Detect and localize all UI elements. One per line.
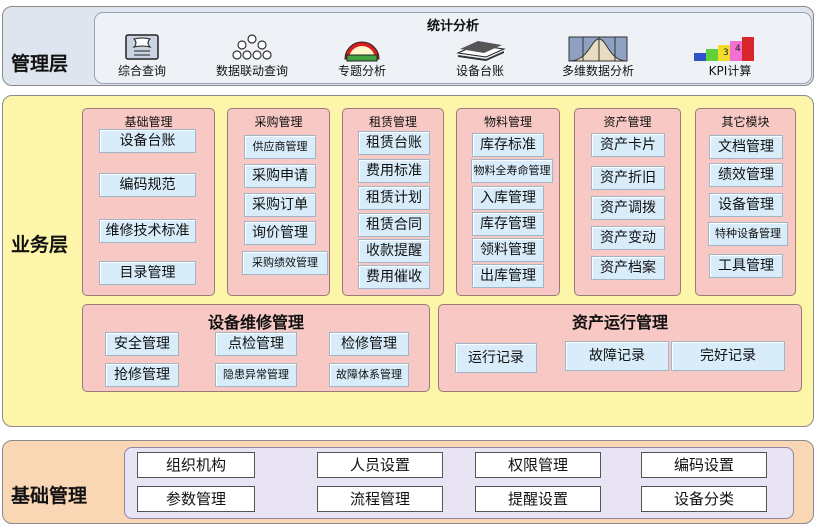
module-title: 采购管理 <box>254 115 303 129</box>
item-permission[interactable]: 权限管理 <box>475 452 601 478</box>
item-equipment-category[interactable]: 设备分类 <box>641 486 767 512</box>
module-procurement: 采购管理 供应商管理 采购申请 采购订单 询价管理 采购绩效管理 <box>227 108 330 296</box>
item-reminder[interactable]: 提醒设置 <box>475 486 601 512</box>
linked-data-icon <box>232 34 272 60</box>
ledger-icon <box>456 41 506 61</box>
item-fault-record[interactable]: 故障记录 <box>565 341 669 371</box>
module-title: 资产管理 <box>603 115 652 129</box>
item-inspection[interactable]: 点检管理 <box>215 332 297 356</box>
query-icon <box>125 34 159 60</box>
module-assets: 资产管理 资产卡片 资产折旧 资产调拨 资产变动 资产档案 <box>574 108 681 296</box>
item-inquiry[interactable]: 询价管理 <box>244 221 316 245</box>
item-safety[interactable]: 安全管理 <box>105 332 179 356</box>
module-title: 设备维修管理 <box>207 313 304 332</box>
statistics-title: 统计分析 <box>426 19 479 34</box>
item-tool-management[interactable]: 工具管理 <box>709 254 783 278</box>
module-maintenance: 设备维修管理 安全管理 点检管理 检修管理 抢修管理 隐患异常管理 故障体系管理 <box>82 304 430 392</box>
item-maintenance-standard[interactable]: 维修技术标准 <box>99 219 196 243</box>
item-equipment-ledger[interactable]: 设备台账 <box>99 129 196 153</box>
item-hazard-anomaly[interactable]: 隐患异常管理 <box>215 363 297 387</box>
tool-kpi[interactable]: 3 4 KPI计算 <box>685 33 775 78</box>
item-payment-reminder[interactable]: 收款提醒 <box>358 239 430 263</box>
item-intact-record[interactable]: 完好记录 <box>671 341 785 371</box>
item-asset-archive[interactable]: 资产档案 <box>591 256 665 280</box>
svg-text:4: 4 <box>735 44 741 54</box>
item-workflow[interactable]: 流程管理 <box>317 486 443 512</box>
item-coding-settings[interactable]: 编码设置 <box>641 452 767 478</box>
statistics-panel: 统计分析 综合查询 数据联动查询 专题分析 <box>94 12 812 84</box>
item-catalog-management[interactable]: 目录管理 <box>99 261 196 285</box>
tool-topic-analysis[interactable]: 专题分析 <box>317 33 407 78</box>
item-coding-spec[interactable]: 编码规范 <box>99 173 196 197</box>
item-inbound[interactable]: 入库管理 <box>472 186 544 210</box>
item-outbound[interactable]: 出库管理 <box>472 264 544 288</box>
item-supplier[interactable]: 供应商管理 <box>244 135 316 159</box>
module-leasing: 租赁管理 租赁台账 费用标准 租赁计划 租赁合同 收款提醒 费用催收 <box>342 108 444 296</box>
item-organization[interactable]: 组织机构 <box>137 452 255 478</box>
item-overhaul[interactable]: 检修管理 <box>329 332 409 356</box>
tool-comprehensive-query[interactable]: 综合查询 <box>97 33 187 78</box>
tool-label: 综合查询 <box>117 64 166 78</box>
tool-label: KPI计算 <box>708 64 752 78</box>
item-asset-change[interactable]: 资产变动 <box>591 226 665 250</box>
item-lease-plan[interactable]: 租赁计划 <box>358 186 430 210</box>
item-emergency-repair[interactable]: 抢修管理 <box>105 363 179 387</box>
tool-label: 设备台账 <box>455 64 504 78</box>
item-inventory-standard[interactable]: 库存标准 <box>472 133 544 157</box>
module-title: 资产运行管理 <box>571 313 668 332</box>
module-basic: 基础管理 设备台账 编码规范 维修技术标准 目录管理 <box>82 108 215 296</box>
module-title: 其它模块 <box>721 115 770 129</box>
tool-label: 数据联动查询 <box>215 64 288 78</box>
module-other: 其它模块 文档管理 绩效管理 设备管理 特种设备管理 工具管理 <box>695 108 796 296</box>
item-purchase-order[interactable]: 采购订单 <box>244 193 316 217</box>
item-asset-card[interactable]: 资产卡片 <box>591 133 665 157</box>
tool-label: 专题分析 <box>337 64 386 78</box>
foundation-layer-title: 基础管理 <box>11 485 88 507</box>
item-parameter[interactable]: 参数管理 <box>137 486 255 512</box>
tool-multidim-analysis[interactable]: 多维数据分析 <box>553 33 643 78</box>
item-equipment-management[interactable]: 设备管理 <box>709 193 783 217</box>
tool-equipment-ledger[interactable]: 设备台账 <box>435 33 525 78</box>
module-title: 租赁管理 <box>368 115 417 129</box>
business-layer-title: 业务层 <box>11 234 69 256</box>
kpi-icon: 3 4 <box>694 37 754 61</box>
tool-label: 多维数据分析 <box>561 64 634 78</box>
item-performance-management[interactable]: 绩效管理 <box>709 163 783 187</box>
module-materials: 物料管理 库存标准 物料全寿命管理 入库管理 库存管理 领料管理 出库管理 <box>456 108 560 296</box>
item-purchase-request[interactable]: 采购申请 <box>244 164 316 188</box>
item-purchase-performance[interactable]: 采购绩效管理 <box>242 251 328 275</box>
item-run-record[interactable]: 运行记录 <box>455 343 537 373</box>
item-special-equipment[interactable]: 特种设备管理 <box>708 222 788 246</box>
item-stock[interactable]: 库存管理 <box>472 212 544 236</box>
topic-analysis-icon <box>344 41 380 62</box>
item-personnel[interactable]: 人员设置 <box>317 452 443 478</box>
module-title: 基础管理 <box>124 115 173 129</box>
item-asset-transfer[interactable]: 资产调拨 <box>591 196 665 220</box>
item-fee-standard[interactable]: 费用标准 <box>358 159 430 183</box>
tool-linked-query[interactable]: 数据联动查询 <box>207 33 297 78</box>
foundation-panel: 组织机构 人员设置 权限管理 编码设置 参数管理 流程管理 提醒设置 设备分类 <box>124 447 794 519</box>
item-fault-system[interactable]: 故障体系管理 <box>329 363 409 387</box>
item-lease-ledger[interactable]: 租赁台账 <box>358 131 430 155</box>
item-material-lifecycle[interactable]: 物料全寿命管理 <box>471 159 553 183</box>
module-operation: 资产运行管理 运行记录 故障记录 完好记录 <box>438 304 802 392</box>
module-title: 物料管理 <box>483 115 532 129</box>
item-asset-depreciation[interactable]: 资产折旧 <box>591 166 665 190</box>
management-layer-title: 管理层 <box>11 53 69 75</box>
item-material-requisition[interactable]: 领料管理 <box>472 238 544 262</box>
svg-text:3: 3 <box>723 48 729 58</box>
item-fee-collection[interactable]: 费用催收 <box>358 265 430 289</box>
item-document-management[interactable]: 文档管理 <box>709 135 783 159</box>
multidim-analysis-icon <box>568 36 628 62</box>
item-lease-contract[interactable]: 租赁合同 <box>358 213 430 237</box>
